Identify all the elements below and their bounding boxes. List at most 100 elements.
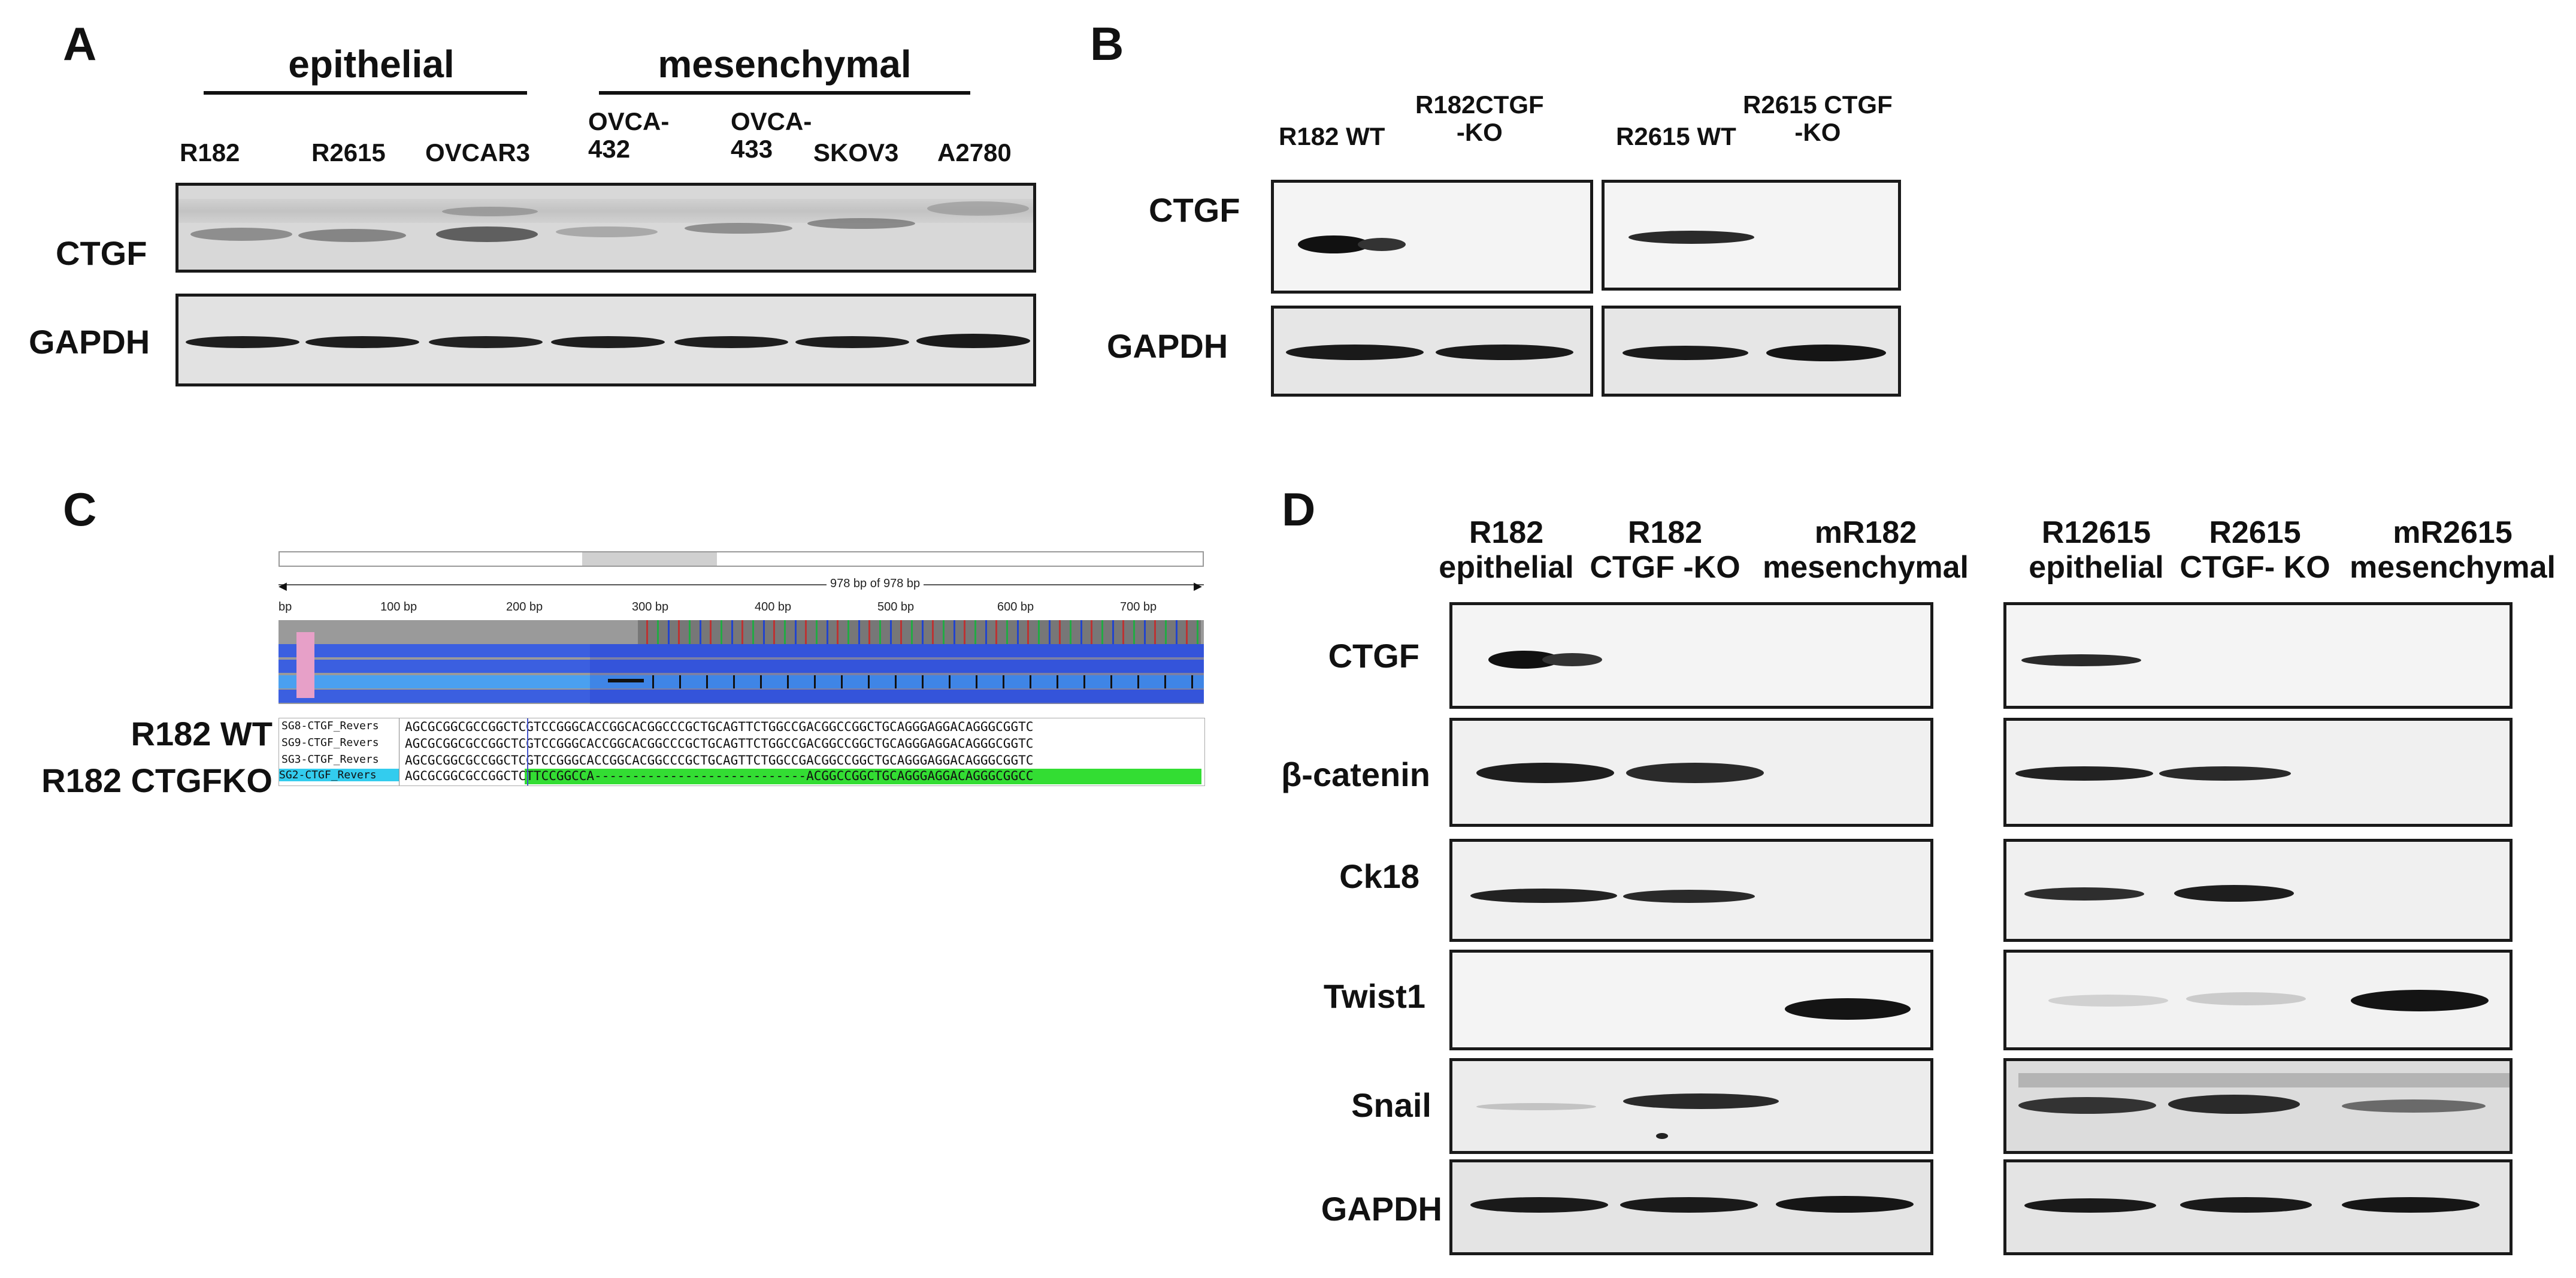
band <box>436 226 538 242</box>
band <box>2048 995 2168 1007</box>
blot-d-bcat-right <box>2003 718 2513 827</box>
tick-label: 600 bp <box>997 600 1034 614</box>
alignment-track[interactable] <box>279 620 1204 704</box>
band <box>2018 1097 2156 1114</box>
blot-d-snail-right <box>2003 1058 2513 1154</box>
band <box>429 336 543 348</box>
overview-bar[interactable] <box>279 551 1204 567</box>
row-label-gapdh-a: GAPDH <box>29 323 150 361</box>
mesenchymal-bracket <box>599 91 970 95</box>
band <box>1620 1197 1758 1213</box>
col-header: R182 CTGF -KO <box>1590 515 1740 585</box>
row-label-d: Ck18 <box>1339 857 1419 895</box>
seq-name-highlight: SG2-CTGF_Revers <box>279 769 399 781</box>
blot-d-ctgf-right <box>2003 602 2513 709</box>
band <box>298 229 406 242</box>
panel-c-label: C <box>63 483 97 536</box>
lane-label-r182: R182 <box>180 138 240 167</box>
blot-d-ck18-right <box>2003 839 2513 942</box>
band <box>674 336 788 348</box>
blot-b-gapdh-right <box>1602 306 1901 397</box>
col-header: mR2615 mesenchymal <box>2350 515 2556 585</box>
blot-b-ctgf-left <box>1271 180 1593 294</box>
ruler-line <box>279 584 1204 585</box>
band <box>685 223 792 234</box>
band <box>1766 345 1886 361</box>
lane-label-r2615: R2615 <box>311 138 386 167</box>
ruler-arrow-left-icon: ◀ <box>279 580 287 592</box>
blot-d-ctgf-left <box>1449 602 1933 709</box>
col-header: R182 epithelial <box>1439 515 1574 585</box>
band <box>807 218 915 229</box>
ruler-arrow-right-icon: ▶ <box>1194 580 1202 592</box>
band <box>556 226 658 237</box>
overview-window[interactable] <box>582 552 717 566</box>
band <box>1542 653 1602 666</box>
band <box>1785 998 1911 1020</box>
lane-label-ovca432: OVCA- 432 <box>588 107 670 164</box>
blot-b-ctgf-right <box>1602 180 1901 291</box>
band <box>795 336 909 348</box>
col-header: R12615 epithelial <box>2029 515 2164 585</box>
band <box>2159 766 2291 781</box>
band <box>2342 1197 2480 1213</box>
band <box>2174 885 2294 902</box>
row-label-ctgf-a: CTGF <box>56 234 147 272</box>
panel-a-label: A <box>63 17 97 70</box>
lane-label-r182wt: R182 WT <box>1279 122 1385 150</box>
lane-label-r182ctgfko: R182CTGF -KO <box>1415 90 1544 147</box>
seq-row-ko-bg <box>525 769 1201 784</box>
blot-d-gapdh-left <box>1449 1159 1933 1255</box>
band <box>2186 992 2306 1005</box>
band <box>2342 1099 2486 1113</box>
row-label-d: Snail <box>1351 1086 1431 1124</box>
lane-label-ovca433: OVCA- 433 <box>731 107 812 164</box>
band <box>2024 1198 2156 1213</box>
blot-b-gapdh-left <box>1271 306 1593 397</box>
band <box>1476 763 1614 783</box>
seq-name: SG3-CTGF_Revers <box>281 753 379 766</box>
lane-label-a2780: A2780 <box>937 138 1012 167</box>
tick-label: 400 bp <box>755 600 792 614</box>
band <box>305 336 419 348</box>
blot-d-twist1-right <box>2003 950 2513 1050</box>
band <box>916 334 1030 348</box>
col-header: mR182 mesenchymal <box>1763 515 1969 585</box>
band <box>2351 990 2489 1011</box>
blot-d-ck18-left <box>1449 839 1933 942</box>
blot-d-twist1-left <box>1449 950 1933 1050</box>
band <box>2021 654 2141 666</box>
band <box>2024 887 2144 901</box>
band <box>1656 1133 1668 1139</box>
row-label-gapdh-b: GAPDH <box>1107 327 1228 365</box>
blot-d-bcat-left <box>1449 718 1933 827</box>
row-label-ctgf-b: CTGF <box>1149 191 1240 229</box>
epithelial-header: epithelial <box>288 43 455 86</box>
band <box>1470 1197 1608 1213</box>
seq-name: SG8-CTGF_Revers <box>281 720 379 732</box>
col-header: R2615 CTGF- KO <box>2180 515 2330 585</box>
seq-name: SG9-CTGF_Revers <box>281 736 379 749</box>
lane-label-r2615wt: R2615 WT <box>1616 122 1736 150</box>
seq-row: AGCGCGGCGCCGGCTCTTCCGGCCA---------------… <box>405 769 1034 783</box>
row-label-d: β-catenin <box>1281 756 1430 793</box>
band <box>442 207 538 216</box>
band <box>1286 345 1424 360</box>
band <box>1476 1103 1596 1110</box>
band <box>1626 763 1764 783</box>
tick-label: 100 bp <box>380 600 417 614</box>
panel-d-label: D <box>1282 483 1316 536</box>
band <box>1358 238 1406 251</box>
tick-label: 500 bp <box>877 600 915 614</box>
band <box>1623 890 1755 903</box>
epithelial-bracket <box>204 91 527 95</box>
tick-label: 700 bp <box>1120 600 1157 614</box>
band <box>927 201 1029 216</box>
band <box>1776 1196 1914 1213</box>
band <box>2018 1073 2510 1087</box>
blot-d-snail-left <box>1449 1058 1933 1154</box>
mesenchymal-header: mesenchymal <box>658 43 912 86</box>
band <box>186 336 299 348</box>
band <box>551 336 665 348</box>
lane-label-skov3: SKOV3 <box>813 138 899 167</box>
